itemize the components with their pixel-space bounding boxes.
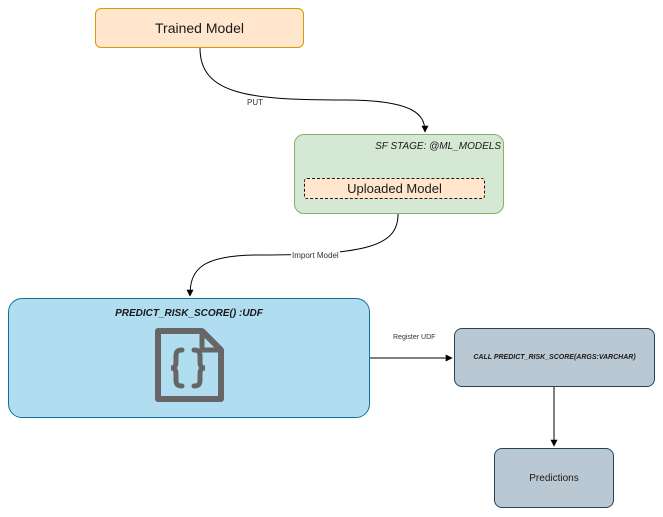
edge-import-model	[186, 213, 399, 297]
uploaded-model-label: Uploaded Model	[347, 181, 442, 196]
call-udf-label: CALL PREDICT_RISK_SCORE(ARGS:VARCHAR)	[473, 354, 636, 361]
trained-model-node[interactable]: Trained Model	[95, 8, 304, 48]
edge-label-register-udf: Register UDF	[392, 334, 437, 341]
edge-label-put: PUT	[246, 98, 264, 107]
code-file-icon	[155, 328, 224, 402]
edge-label-import-model: Import Model	[291, 251, 340, 260]
predictions-node[interactable]: Predictions	[494, 448, 614, 508]
predictions-label: Predictions	[529, 472, 579, 484]
trained-model-label: Trained Model	[155, 20, 244, 36]
uploaded-model-node[interactable]: Uploaded Model	[304, 178, 485, 199]
sf-stage-title: SF STAGE: @ML_MODELS	[375, 141, 501, 152]
sf-stage-node[interactable]: SF STAGE: @ML_MODELS	[294, 134, 504, 214]
udf-title: PREDICT_RISK_SCORE() :UDF	[115, 308, 263, 319]
edge-put	[199, 47, 429, 133]
call-udf-node[interactable]: CALL PREDICT_RISK_SCORE(ARGS:VARCHAR)	[454, 328, 655, 387]
